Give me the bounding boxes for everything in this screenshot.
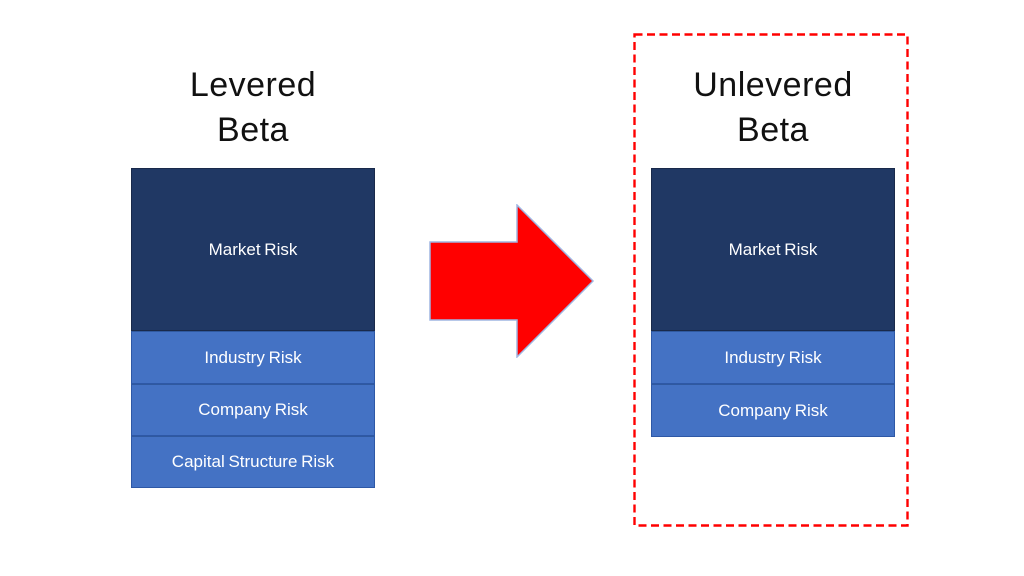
dashed-highlight-border [633, 33, 909, 527]
right-arrow-icon [429, 203, 595, 359]
levered-beta-stack: Market Risk Industry Risk Company Risk C… [131, 168, 375, 488]
levered-beta-title-line1: Levered [189, 66, 317, 104]
unlevered-company-risk-box: Company Risk [651, 384, 895, 437]
unlevered-market-risk-box: Market Risk [651, 168, 895, 331]
levered-beta-title: Levered Beta [131, 63, 375, 153]
levered-capital-structure-risk-box: Capital Structure Risk [131, 436, 375, 488]
segment-label: Market Risk [728, 239, 818, 259]
segment-label: Industry Risk [724, 347, 822, 367]
levered-market-risk-box: Market Risk [131, 168, 375, 331]
levered-beta-title-line2: Beta [217, 111, 289, 149]
segment-label: Market Risk [208, 239, 298, 259]
segment-label: Industry Risk [204, 347, 302, 367]
unlevered-beta-title-line2: Beta [737, 111, 809, 149]
unlevered-beta-stack: Market Risk Industry Risk Company Risk [651, 168, 895, 437]
unlevered-beta-title-line1: Unlevered [693, 66, 853, 104]
segment-label: Company Risk [718, 400, 828, 420]
segment-label: Capital Structure Risk [171, 452, 335, 471]
unlevered-beta-title: Unlevered Beta [651, 63, 895, 153]
levered-company-risk-box: Company Risk [131, 384, 375, 436]
segment-label: Company Risk [198, 400, 308, 419]
unlevered-industry-risk-box: Industry Risk [651, 331, 895, 384]
levered-industry-risk-box: Industry Risk [131, 331, 375, 384]
